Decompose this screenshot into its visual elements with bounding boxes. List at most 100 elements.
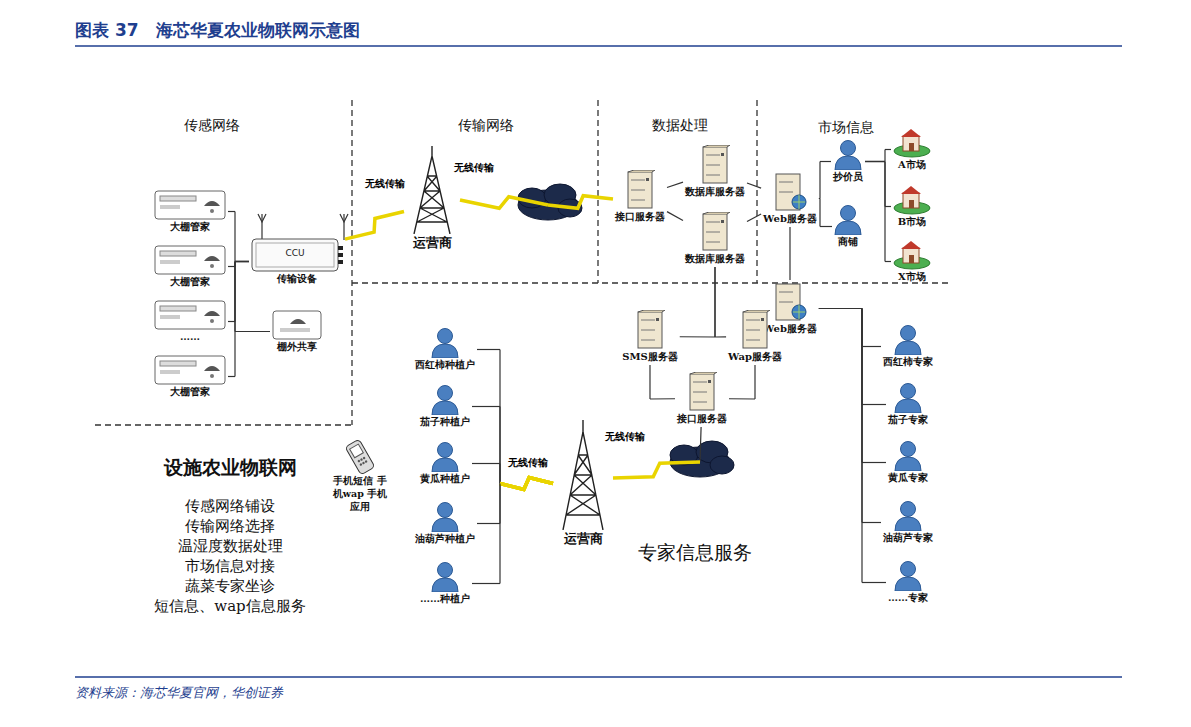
- edge-label: 无线传输: [364, 178, 406, 190]
- wire: [747, 183, 761, 188]
- connector: [472, 478, 553, 584]
- graphic-part: [350, 444, 364, 458]
- connector: [729, 365, 755, 399]
- graphic-part: [641, 340, 655, 341]
- graphic-part: [518, 184, 734, 477]
- graphic-part: [909, 143, 914, 151]
- graphic-part: [160, 196, 196, 201]
- graphic-part: [841, 141, 856, 156]
- graphic-part: [75, 45, 1122, 47]
- node-label: Web服务器: [763, 212, 817, 225]
- icon-frame: [431, 385, 459, 415]
- icon-frame: [834, 140, 862, 170]
- icon-frame: [894, 383, 922, 413]
- icon-frame: [700, 212, 730, 252]
- icon-frame: [154, 300, 226, 330]
- wireless-bolt: [613, 462, 700, 478]
- text-label: 温湿度数据处理: [178, 537, 283, 556]
- graphic-part: [414, 146, 450, 234]
- graphic-part: [432, 401, 458, 415]
- graphic-part: [835, 221, 861, 235]
- text-label: 市场信息对接: [185, 557, 275, 576]
- graphic-part: [687, 372, 717, 412]
- server-icon: SMS服务器: [622, 310, 678, 363]
- wire: [862, 346, 881, 347]
- connector: [472, 407, 553, 490]
- wire: [819, 308, 862, 309]
- graphic-part: [779, 182, 793, 183]
- graphic-part: [204, 311, 220, 316]
- graphic-part: [414, 146, 450, 234]
- graphic-part: [338, 260, 343, 264]
- connector: [819, 309, 886, 405]
- wire: [865, 161, 885, 162]
- graphic-part: [706, 175, 720, 176]
- graphic-part: [75, 676, 1122, 678]
- icon-frame: [431, 328, 459, 358]
- icon-frame: [154, 190, 226, 220]
- graphic-part: [431, 502, 459, 532]
- icon-frame: [893, 240, 931, 270]
- ccu-unit: CCU传输设备: [251, 238, 343, 285]
- graphic-part: [628, 172, 652, 208]
- graphic-part: [154, 300, 226, 330]
- node-label: 棚外共享: [272, 340, 322, 353]
- icon-frame: [154, 245, 226, 275]
- connector: [460, 196, 613, 209]
- graphic-part: [343, 214, 344, 240]
- graphic-part: [345, 440, 375, 474]
- wire: [234, 262, 235, 332]
- graphic-part: [646, 178, 649, 181]
- greenhouse-device: 大棚管家: [154, 355, 226, 398]
- graphic-part: [432, 458, 458, 472]
- wire: [477, 349, 500, 350]
- wireless-bolt: [500, 478, 553, 490]
- market-icon: X市场: [893, 240, 931, 283]
- connector: [819, 309, 886, 583]
- graphic-part: [841, 206, 856, 221]
- graphic-part: [563, 420, 603, 530]
- wire: [819, 162, 820, 199]
- connector: [667, 182, 683, 187]
- icon-frame: [555, 420, 611, 530]
- graphic-part: [597, 100, 598, 283]
- greenhouse-device: ……: [154, 300, 226, 343]
- icon-frame: [894, 561, 922, 591]
- wire: [862, 404, 886, 405]
- wire: [754, 365, 755, 399]
- web-server-icon: Web服务器: [763, 172, 817, 225]
- node-label: 黄瓜种植户: [420, 472, 470, 485]
- graphic-part: [641, 330, 655, 331]
- graphic-part: [155, 301, 225, 329]
- graphic-part: [895, 457, 921, 471]
- connector: [228, 262, 249, 377]
- wire: [747, 214, 761, 222]
- node-label: 黄瓜专家: [888, 471, 928, 484]
- graphic-part: [901, 502, 916, 517]
- graphic-part: [362, 461, 365, 464]
- graphic-part: [909, 200, 914, 208]
- connector: [667, 212, 683, 221]
- icon-frame: [700, 145, 730, 185]
- wire: [499, 407, 500, 484]
- node-label: 数据库服务器: [685, 185, 745, 198]
- graphic-part: [893, 240, 931, 270]
- icon-frame: [773, 282, 807, 322]
- graphic-part: [743, 312, 767, 348]
- graphic-part: [792, 305, 806, 319]
- graphic-part: [431, 385, 459, 415]
- graphic-part: [700, 212, 730, 252]
- node-label: 西红柿专家: [883, 355, 933, 368]
- wire: [819, 308, 862, 309]
- graphic-part: [204, 201, 220, 206]
- graphic-part: [160, 205, 180, 209]
- connector: [747, 183, 761, 188]
- graphic-part: [95, 424, 352, 425]
- graphic-part: [703, 212, 730, 214]
- graphic-part: [438, 386, 453, 401]
- graphic-part: [746, 320, 760, 321]
- graphic-part: [690, 374, 714, 410]
- icon-frame: [773, 172, 807, 212]
- wire: [885, 149, 891, 150]
- node-label: A市场: [893, 158, 931, 171]
